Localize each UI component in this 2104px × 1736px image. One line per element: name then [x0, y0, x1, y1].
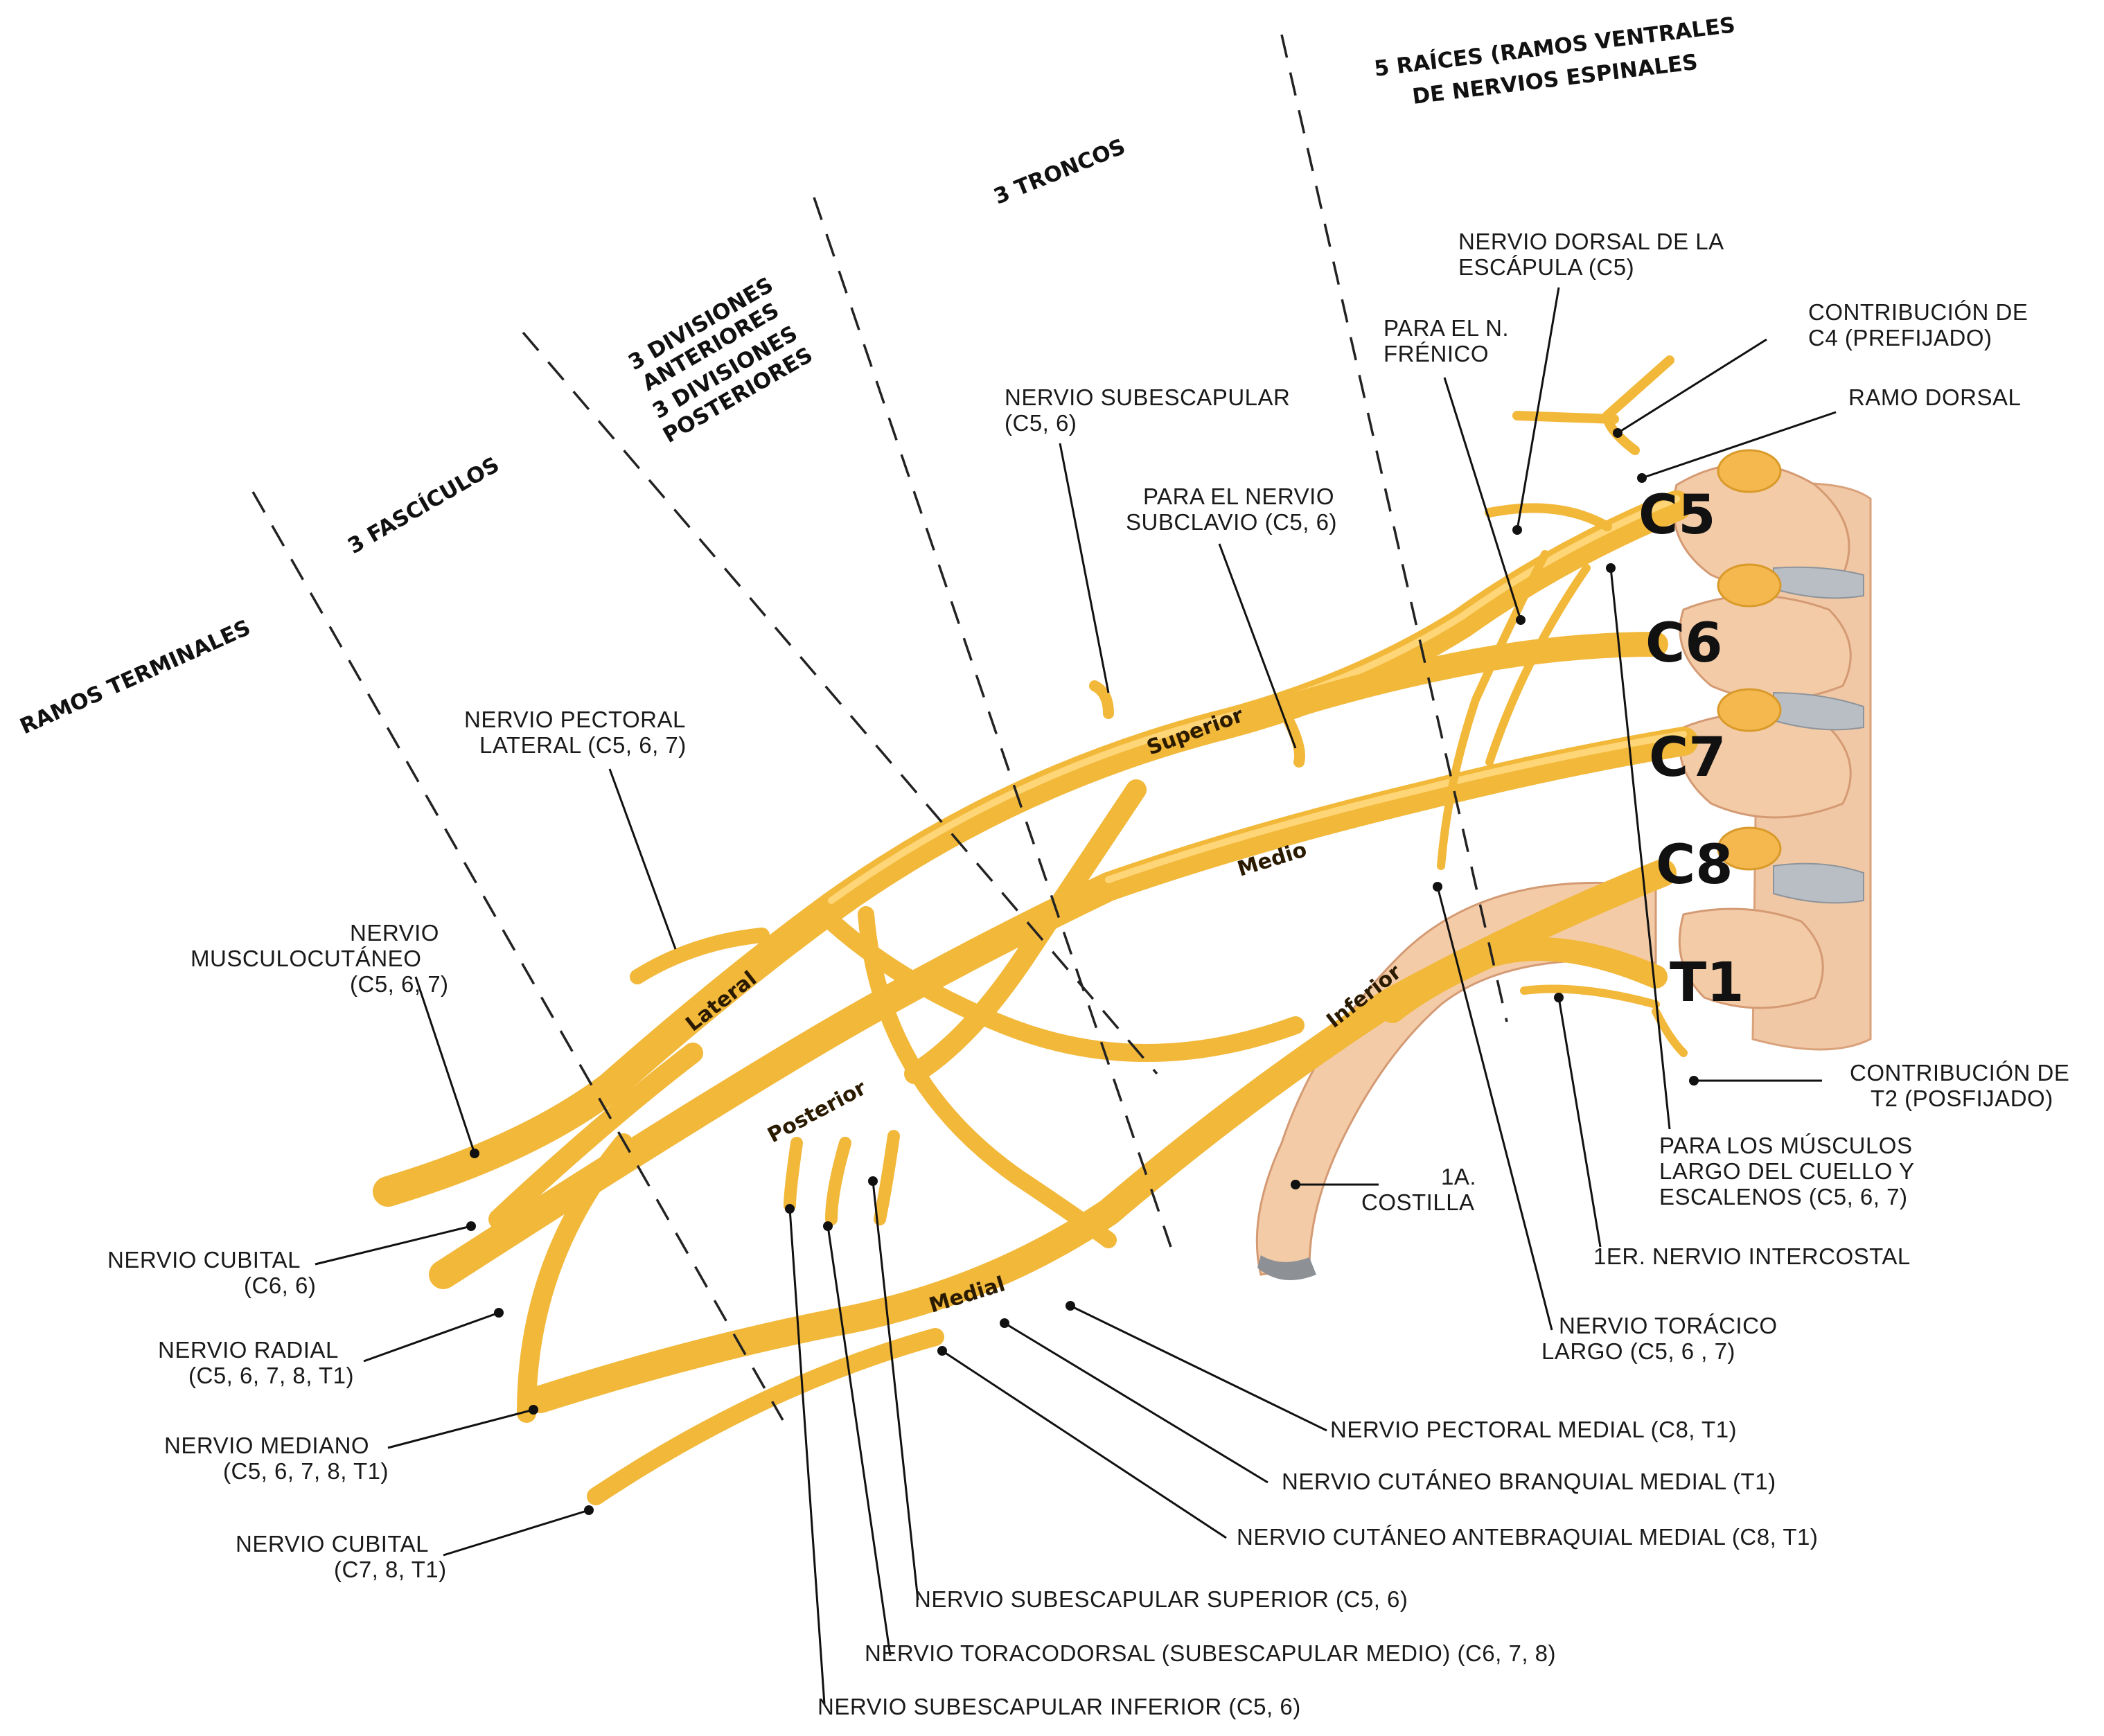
label-largo-cuello-3: ESCALENOS (C5, 6, 7)	[1659, 1184, 1907, 1210]
label-subclavio-1: PARA EL NERVIO	[1143, 484, 1334, 509]
root-c7: C7	[1649, 727, 1726, 789]
label-dorsal-escapula-1: NERVIO DORSAL DE LA	[1458, 229, 1724, 254]
label-pectoral-lateral-1: NERVIO PECTORAL	[464, 707, 686, 732]
label-subescapular-inferior: NERVIO SUBESCAPULAR INFERIOR (C5, 6)	[817, 1694, 1301, 1719]
label-cutaneo-branquial: NERVIO CUTÁNEO BRANQUIAL MEDIAL (T1)	[1282, 1469, 1776, 1494]
root-labels: C5 C6 C7 C8 T1	[1638, 484, 1744, 1014]
vertebral-column	[1672, 449, 1872, 1051]
label-musculocutaneo-1: NERVIO	[350, 920, 439, 946]
label-t2-2: T2 (POSFIJADO)	[1871, 1086, 2053, 1111]
label-cubital-1a: NERVIO CUBITAL	[107, 1247, 301, 1273]
cords-header: 3 FASCÍCULOS	[344, 452, 504, 559]
cord-posterior: Posterior	[763, 1076, 870, 1148]
root-c8: C8	[1656, 834, 1733, 896]
trunks-header: 3 TRONCOS	[991, 134, 1129, 210]
label-cutaneo-antebraquial: NERVIO CUTÁNEO ANTEBRAQUIAL MEDIAL (C8, …	[1237, 1524, 1818, 1550]
label-radial-2: (C5, 6, 7, 8, T1)	[188, 1363, 354, 1388]
terminal-header: RAMOS TERMINALES	[17, 615, 254, 739]
label-largo-cuello-2: LARGO DEL CUELLO Y	[1659, 1158, 1914, 1184]
label-subescapular-2: (C5, 6)	[1005, 410, 1077, 436]
label-costilla-2: COSTILLA	[1361, 1189, 1475, 1215]
root-c6: C6	[1645, 612, 1723, 675]
label-t2-1: CONTRIBUCIÓN DE	[1850, 1060, 2069, 1086]
label-subescapular-superior: NERVIO SUBESCAPULAR SUPERIOR (C5, 6)	[914, 1586, 1408, 1612]
leader-dots	[466, 428, 1699, 1515]
nerve-network	[373, 355, 1698, 1505]
label-musculocutaneo-3: (C5, 6, 7)	[350, 971, 449, 997]
label-toracodorsal: NERVIO TORACODORSAL (SUBESCAPULAR MEDIO)…	[865, 1640, 1556, 1666]
leader-lines	[315, 287, 1837, 1705]
label-dorsal-escapula-2: ESCÁPULA (C5)	[1458, 254, 1634, 280]
label-pectoral-medial: NERVIO PECTORAL MEDIAL (C8, T1)	[1330, 1417, 1737, 1442]
label-toracico-largo-1: NERVIO TORÁCICO	[1559, 1313, 1778, 1338]
label-musculocutaneo-2: MUSCULOCUTÁNEO	[191, 946, 421, 971]
label-toracico-largo-2: LARGO (C5, 6 , 7)	[1541, 1338, 1735, 1364]
label-mediano-1: NERVIO MEDIANO	[164, 1433, 369, 1458]
root-c5: C5	[1638, 484, 1716, 547]
section-headers: 5 RAÍCES (RAMOS VENTRALES DE NERVIOS ESP…	[17, 12, 1737, 739]
label-subclavio-2: SUBCLAVIO (C5, 6)	[1126, 509, 1337, 535]
label-mediano-2: (C5, 6, 7, 8, T1)	[223, 1458, 389, 1484]
callout-labels: NERVIO DORSAL DE LA ESCÁPULA (C5) PARA E…	[107, 229, 2069, 1719]
root-t1: T1	[1670, 952, 1744, 1014]
label-radial-1: NERVIO RADIAL	[158, 1337, 339, 1363]
label-c4-1: CONTRIBUCIÓN DE	[1808, 299, 2028, 325]
label-cubital-2b: (C7, 8, T1)	[334, 1557, 447, 1582]
label-c4-2: C4 (PREFIJADO)	[1808, 325, 1992, 351]
label-frenico-2: FRÉNICO	[1383, 341, 1489, 366]
label-cubital-2a: NERVIO CUBITAL	[236, 1531, 429, 1557]
label-costilla-1: 1A.	[1441, 1164, 1476, 1189]
label-pectoral-lateral-2: LATERAL (C5, 6, 7)	[479, 732, 687, 758]
label-frenico-1: PARA EL N.	[1383, 315, 1509, 341]
label-ramo-dorsal: RAMO DORSAL	[1848, 384, 2021, 410]
division-lines	[251, 34, 1508, 1421]
label-largo-cuello-1: PARA LOS MÚSCULOS	[1659, 1133, 1913, 1158]
label-cubital-1b: (C6, 6)	[244, 1273, 316, 1298]
label-subescapular-1: NERVIO SUBESCAPULAR	[1005, 384, 1290, 410]
label-intercostal: 1ER. NERVIO INTERCOSTAL	[1593, 1243, 1911, 1269]
